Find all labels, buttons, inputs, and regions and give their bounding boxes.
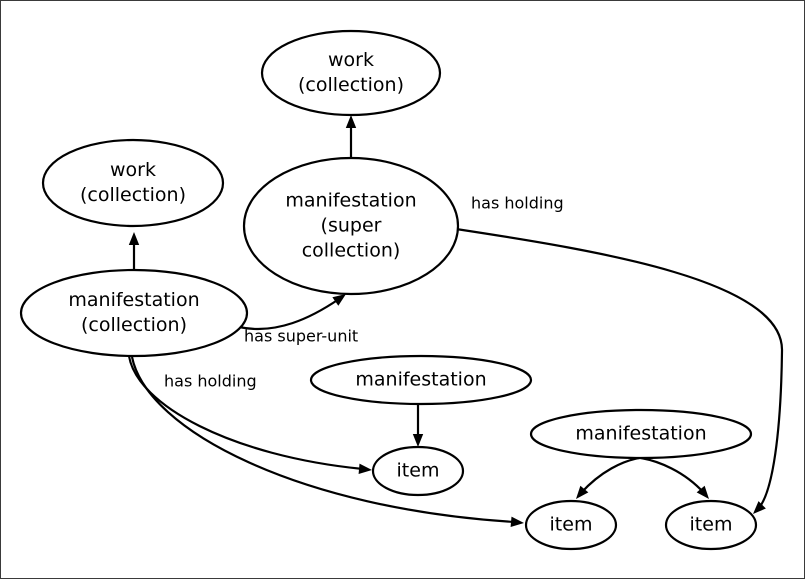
node-outline[interactable] [41,138,225,228]
node-label-line: item [550,514,593,536]
node-outline[interactable] [260,29,442,117]
manifestation-middle-node[interactable]: manifestation [309,354,533,406]
item-bottom-right-node[interactable]: item [664,499,758,551]
node-outline[interactable] [242,156,460,296]
node-label-line: (collection) [298,74,404,96]
edge-manifestation-middle-to-item-left [412,404,424,447]
edge-line [127,355,364,471]
edge-labels-layer: has super-unit has holding has holding [164,194,564,391]
work-collection-top-node[interactable]: work (collection) [260,29,442,117]
node-label-line: manifestation [355,369,486,391]
edge-manifestation-right-to-item-bottom-right [640,456,709,499]
manifestation-right-node[interactable]: manifestation [529,408,753,460]
edge-line [238,298,340,331]
item-left-node[interactable]: item [371,445,465,497]
arrowhead-icon [345,115,357,128]
node-outline[interactable] [524,499,618,551]
item-bottom-left-node[interactable]: item [524,499,618,551]
edge-manifestation-super-collection-to-item-bottom-right [455,227,784,514]
node-label-line: manifestation [68,289,199,311]
node-label-line: (super [321,215,382,237]
nodes-layer: work(collection)work(collection)manifest… [19,29,758,551]
node-label-line: (collection) [80,184,186,206]
edge-line [580,456,640,494]
node-label-line: manifestation [285,190,416,212]
node-outline[interactable] [371,445,465,497]
node-outline[interactable] [529,408,753,460]
edge-manifestation-right-to-item-bottom-left [576,456,640,499]
arrowhead-icon [753,501,766,514]
arrowhead-icon [128,232,140,245]
arrowhead-icon [332,294,346,306]
edge-line [640,456,705,494]
arrowhead-icon [510,516,524,528]
edge-label: has holding [164,372,257,391]
edge-line [130,356,516,524]
node-label-line: collection) [302,240,401,262]
node-outline[interactable] [19,268,249,358]
edge-manifestation-collection-to-work-collection-left [128,232,140,271]
edge-manifestation-collection-to-manifestation-super-collection [238,294,346,331]
manifestation-collection-node[interactable]: manifestation (collection) [19,268,249,358]
edge-manifestation-collection-to-item-bottom-left [130,356,524,528]
arrowhead-icon [576,485,589,499]
node-label-line: work [110,159,156,181]
edge-manifestation-collection-to-item-left [127,355,372,475]
node-label-line: (collection) [81,314,187,336]
work-collection-left-node[interactable]: work (collection) [41,138,225,228]
node-label-line: manifestation [575,423,706,445]
edge-line [455,227,784,510]
arrowhead-icon [412,434,424,447]
node-label-line: work [328,49,374,71]
edge-label: has super-unit [244,327,358,346]
manifestation-super-collection-node[interactable]: manifestation (super collection) [242,156,460,296]
arrowhead-icon [696,485,709,499]
edge-label: has holding [471,194,564,213]
node-label-line: item [690,514,733,536]
arrowhead-icon [358,463,372,475]
node-label-line: item [397,460,440,482]
edge-manifestation-super-collection-to-work-collection-top [345,115,357,158]
node-outline[interactable] [664,499,758,551]
node-outline[interactable] [309,354,533,406]
